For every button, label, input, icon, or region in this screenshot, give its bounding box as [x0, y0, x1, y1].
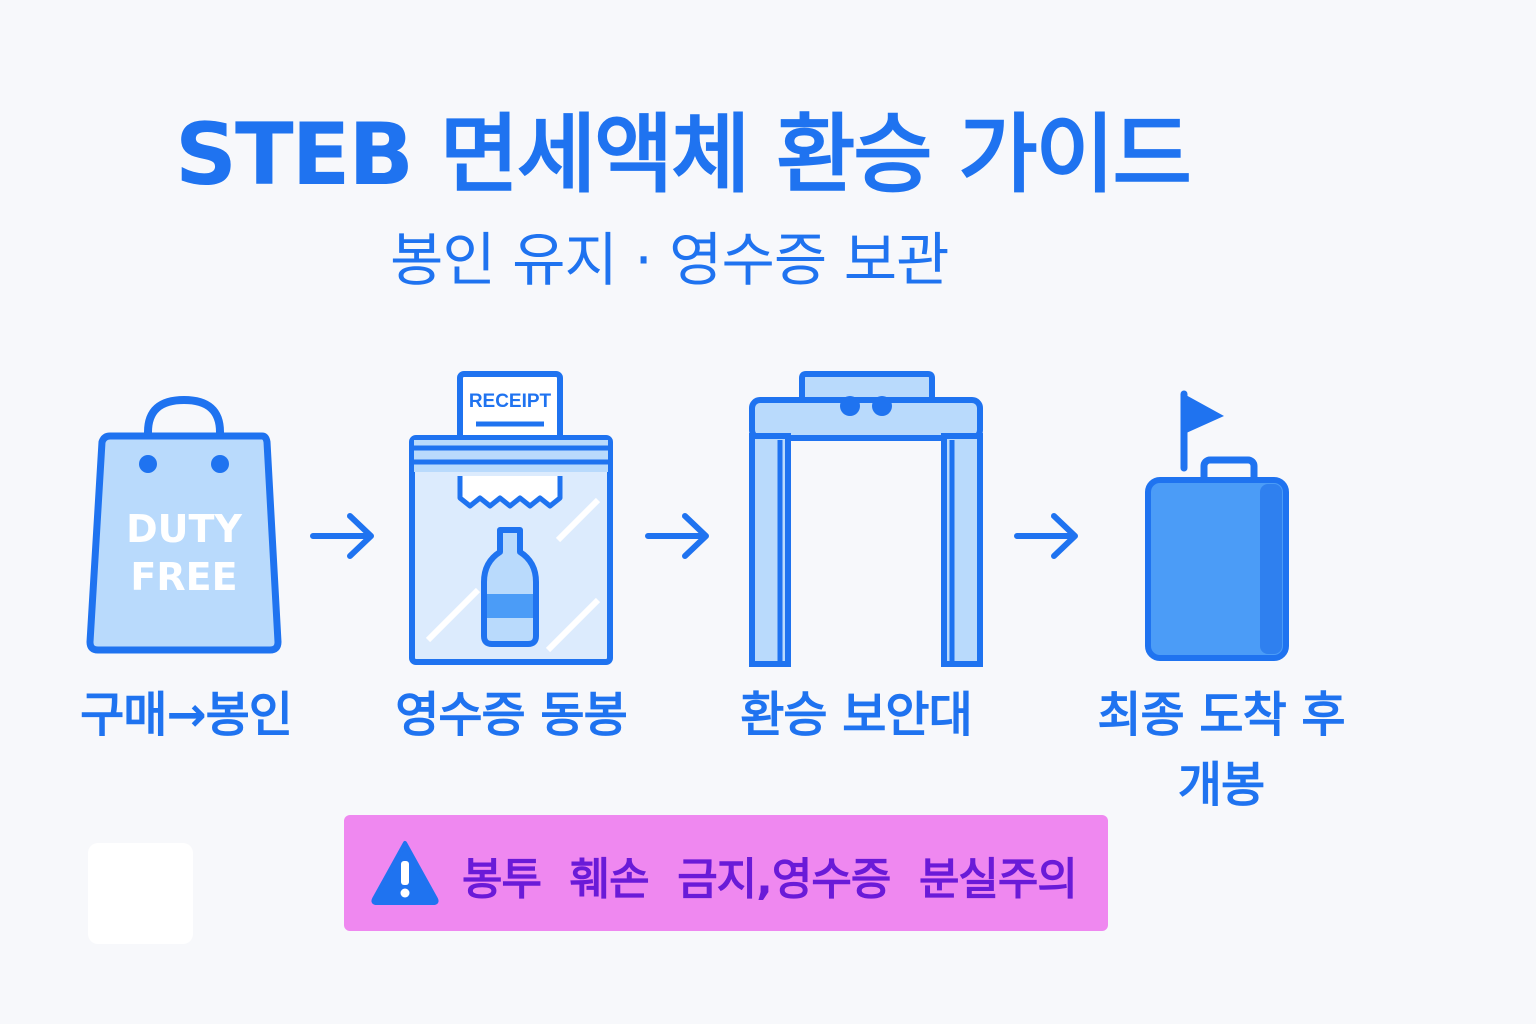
duty-free-bag-icon: DUTY FREE — [86, 395, 282, 654]
receipt-text: RECEIPT — [469, 391, 552, 412]
suitcase-flag-icon — [1145, 390, 1289, 661]
warning-triangle-icon — [371, 841, 439, 905]
warning-text: 봉투 훼손 금지,영수증 분실주의 — [462, 854, 1078, 905]
step-label-purchase-seal: 구매→봉인 — [80, 687, 293, 743]
arrow-right-icon — [1014, 513, 1078, 559]
security-gate-icon — [749, 371, 983, 667]
warning-banner: 봉투 훼손 금지,영수증 분실주의 — [344, 815, 1108, 931]
sealed-bag-receipt-icon: RECEIPT — [409, 371, 613, 665]
arrow-right-icon — [310, 513, 374, 559]
step-label-open-after-arrival-line2: 개봉 — [1177, 757, 1265, 813]
bag-text-line2: FREE — [130, 555, 237, 599]
page-subtitle: 봉인 유지 · 영수증 보관 — [390, 226, 949, 294]
step-label-transfer-security: 환승 보안대 — [740, 687, 973, 743]
step-label-enclose-receipt: 영수증 동봉 — [395, 687, 628, 743]
step-label-open-after-arrival: 최종 도착 후 — [1097, 687, 1345, 743]
page-title: STEB 면세액체 환승 가이드 — [175, 105, 1192, 205]
blank-card — [88, 843, 193, 944]
bag-text-line1: DUTY — [126, 507, 242, 551]
arrow-right-icon — [645, 513, 709, 559]
